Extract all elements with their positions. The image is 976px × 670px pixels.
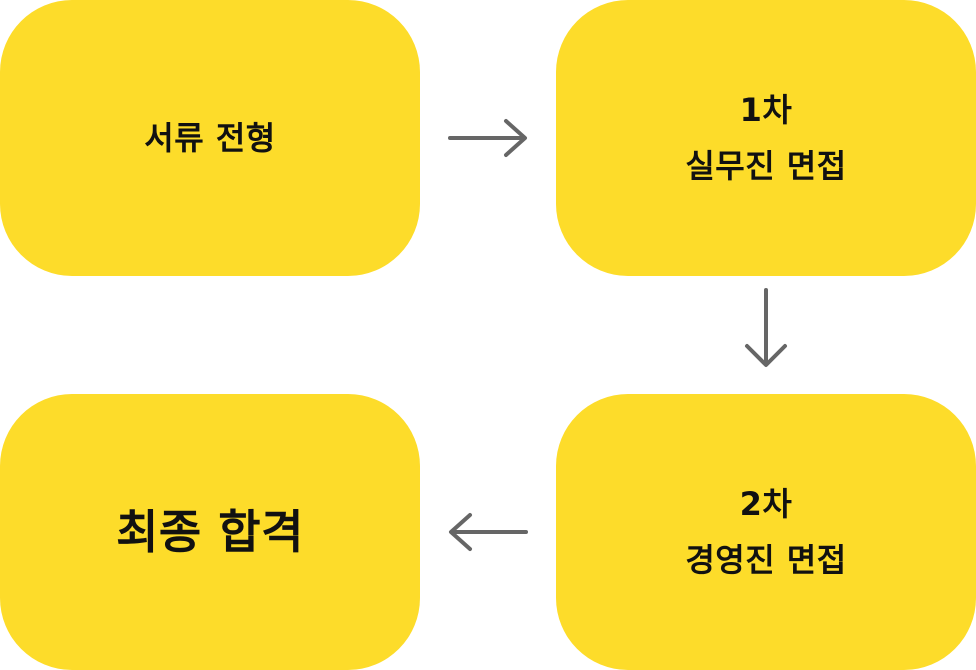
step-final-pass: 최종 합격 bbox=[0, 394, 420, 670]
step-2-round-label: 1차 bbox=[739, 91, 793, 129]
step-document-screening: 서류 전형 bbox=[0, 0, 420, 276]
step-second-interview: 2차 경영진 면접 bbox=[556, 394, 976, 670]
arrow-down-icon bbox=[744, 288, 788, 370]
step-3-title: 경영진 면접 bbox=[685, 541, 847, 579]
arrow-right-icon bbox=[448, 118, 530, 158]
step-2-title: 실무진 면접 bbox=[685, 147, 847, 185]
step-1-label: 서류 전형 bbox=[144, 119, 276, 157]
arrow-left-icon bbox=[446, 512, 528, 552]
step-3-round-label: 2차 bbox=[739, 485, 793, 523]
step-4-label: 최종 합격 bbox=[116, 505, 304, 559]
step-first-interview: 1차 실무진 면접 bbox=[556, 0, 976, 276]
